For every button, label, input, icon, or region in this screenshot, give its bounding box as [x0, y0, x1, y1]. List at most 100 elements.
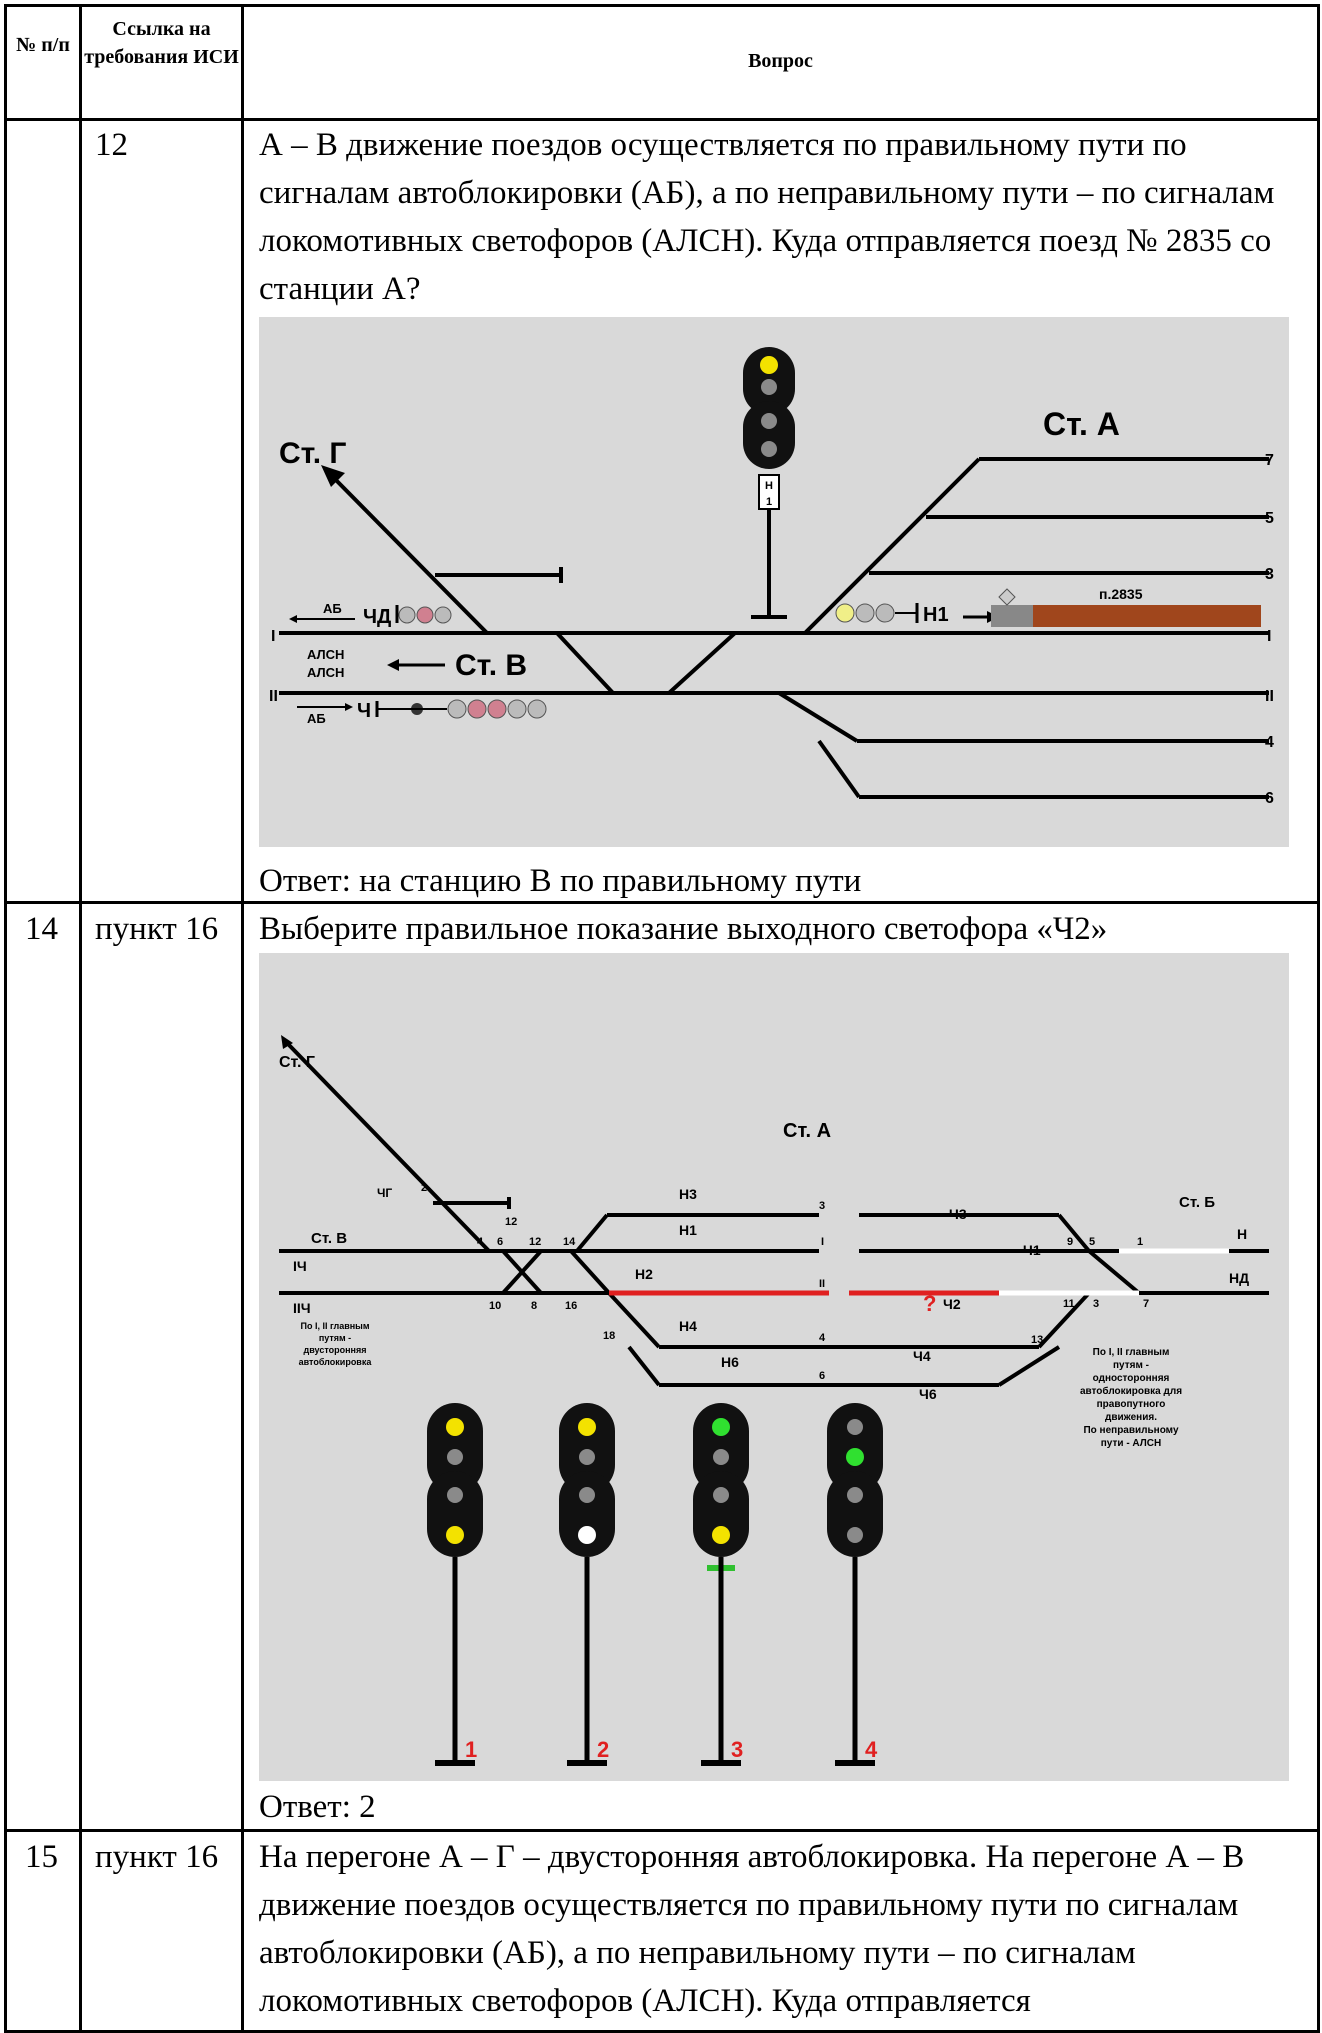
mast-label: 1	[766, 496, 772, 508]
track-label: 6	[1265, 790, 1274, 807]
track-label: 3	[1265, 566, 1274, 583]
question-table: № п/п Ссылка на требования ИСИ Вопрос 12…	[4, 4, 1320, 2033]
question-text: На перегоне А – Г – двусторонняя автобло…	[259, 1839, 1245, 2019]
track-label: 5	[1265, 510, 1274, 527]
track-label: 7	[1265, 452, 1274, 469]
track-label: I	[821, 1236, 824, 1248]
train-label: п.2835	[1099, 586, 1143, 602]
note-line: односторонняя	[1093, 1373, 1170, 1384]
alsn-label: АЛСН	[307, 647, 344, 662]
row-ref: пункт 16	[95, 911, 219, 947]
signal-label: Ч6	[919, 1386, 937, 1402]
note-line: автоблокировка	[299, 1357, 373, 1367]
signal-ch-label: Ч	[357, 700, 371, 722]
option-label: 3	[731, 1737, 743, 1762]
switch-label: 6	[497, 1236, 503, 1248]
track-label: I	[1267, 628, 1271, 645]
switch-label: 11	[1063, 1298, 1075, 1310]
signal-label: ЧГ	[377, 1186, 392, 1200]
option-signal-4[interactable]: 4	[827, 1403, 883, 1766]
track-label: I	[271, 628, 275, 645]
column-divider	[241, 7, 244, 2030]
option-signal-3[interactable]: 3	[693, 1403, 749, 1766]
signal-label: Н1	[679, 1222, 697, 1238]
row-divider	[7, 1829, 1317, 1832]
track-label: 4	[1265, 734, 1274, 751]
option-label: 4	[865, 1737, 878, 1762]
note-line: движения.	[1105, 1412, 1157, 1423]
mast-label: Н	[765, 480, 773, 492]
note-line: По неправильному	[1083, 1425, 1178, 1436]
signal-label: Ч4	[913, 1348, 931, 1364]
signal-label: IЧ	[293, 1258, 307, 1274]
header-question: Вопрос	[748, 50, 813, 72]
signal-label: Н3	[679, 1186, 697, 1202]
signal-label: Н2	[635, 1266, 653, 1282]
note-left: По I, II главным путям - двусторонняя ав…	[299, 1321, 373, 1367]
switch-label: 16	[565, 1300, 577, 1312]
option-label: 1	[465, 1737, 477, 1762]
note-line: По I, II главным	[1093, 1347, 1170, 1358]
station-v: Ст. В	[311, 1230, 347, 1247]
row-ref: пункт 16	[95, 1839, 219, 1875]
track-layout-2: Ст. Г Ст. А Ст. В Ст. Б ЧГ IЧ IIЧ Н3 Н1 …	[279, 1035, 1269, 1766]
note-line: правопутного	[1097, 1399, 1166, 1410]
option-label: 2	[597, 1737, 609, 1762]
switch-label: 13	[1031, 1334, 1043, 1346]
switch-label: 10	[489, 1300, 501, 1312]
note-right: По I, II главным путям - односторонняя а…	[1080, 1347, 1182, 1449]
switch-label: 7	[1143, 1298, 1149, 1310]
row-ref: 12	[95, 127, 128, 163]
switch-label: 12	[505, 1216, 517, 1228]
header-ref: Ссылка на требования ИСИ	[84, 18, 239, 68]
note-line: двусторонняя	[304, 1345, 367, 1355]
switch-label: 12	[529, 1236, 541, 1248]
option-signal-2[interactable]: 2	[559, 1403, 615, 1766]
answer-text: Ответ: 2	[259, 1789, 376, 1825]
alsn-label: АЛСН	[307, 665, 344, 680]
switch-label: 8	[531, 1300, 537, 1312]
ab-label: АБ	[307, 711, 326, 726]
station-v: Ст. В	[455, 649, 527, 682]
station-diagram-2: Ст. Г Ст. А Ст. В Ст. Б ЧГ IЧ IIЧ Н3 Н1 …	[259, 953, 1289, 1781]
option-signal-1[interactable]: 1	[427, 1403, 483, 1766]
note-line: путям -	[1113, 1360, 1149, 1371]
question-mark: ?	[923, 1291, 936, 1316]
question-text: Выберите правильное показание выходного …	[259, 911, 1108, 947]
track-label: II	[1265, 688, 1274, 705]
row-num: 15	[25, 1839, 58, 1875]
header-num: № п/п	[16, 34, 70, 56]
question-text: А – В движение поездов осуществляется по…	[259, 127, 1275, 307]
switch-label: 1	[1137, 1236, 1143, 1248]
row-divider	[7, 118, 1317, 121]
station-diagram-1: Н 1 ЧД Ч Н1	[259, 317, 1289, 847]
switch-label: 18	[603, 1330, 615, 1342]
track-label: 4	[819, 1332, 826, 1344]
track-layout-1: Н 1 ЧД Ч Н1	[269, 347, 1274, 807]
switch-label: 3	[1093, 1298, 1099, 1310]
row-num: 14	[25, 911, 58, 947]
signal-n1-label: Н1	[923, 604, 949, 626]
note-line: По I, II главным	[300, 1321, 369, 1331]
switch-label: 5	[1089, 1236, 1095, 1248]
station-b: Ст. Б	[1179, 1194, 1215, 1211]
signal-label: НД	[1229, 1270, 1249, 1286]
signal-label: Н4	[679, 1318, 697, 1334]
signal-label: Н6	[721, 1354, 739, 1370]
station-g: Ст. Г	[279, 437, 346, 470]
signal-label: Н	[1237, 1226, 1247, 1242]
signal-label: Ч1	[1023, 1242, 1041, 1258]
switch-label: 4	[477, 1236, 484, 1248]
answer-text: Ответ: на станцию В по правильному пути	[259, 863, 862, 899]
station-g: Ст. Г	[279, 1054, 315, 1071]
note-line: путям -	[319, 1333, 351, 1343]
track-label: II	[269, 688, 278, 705]
note-line: автоблокировка для	[1080, 1385, 1182, 1397]
signal-label: Ч3	[949, 1206, 967, 1222]
switch-label: 14	[563, 1236, 576, 1248]
station-a: Ст. А	[1043, 406, 1120, 442]
signal-label: IIЧ	[293, 1300, 311, 1316]
ab-label: АБ	[323, 601, 342, 616]
track-label: 6	[819, 1370, 825, 1382]
track-label: II	[819, 1278, 825, 1290]
